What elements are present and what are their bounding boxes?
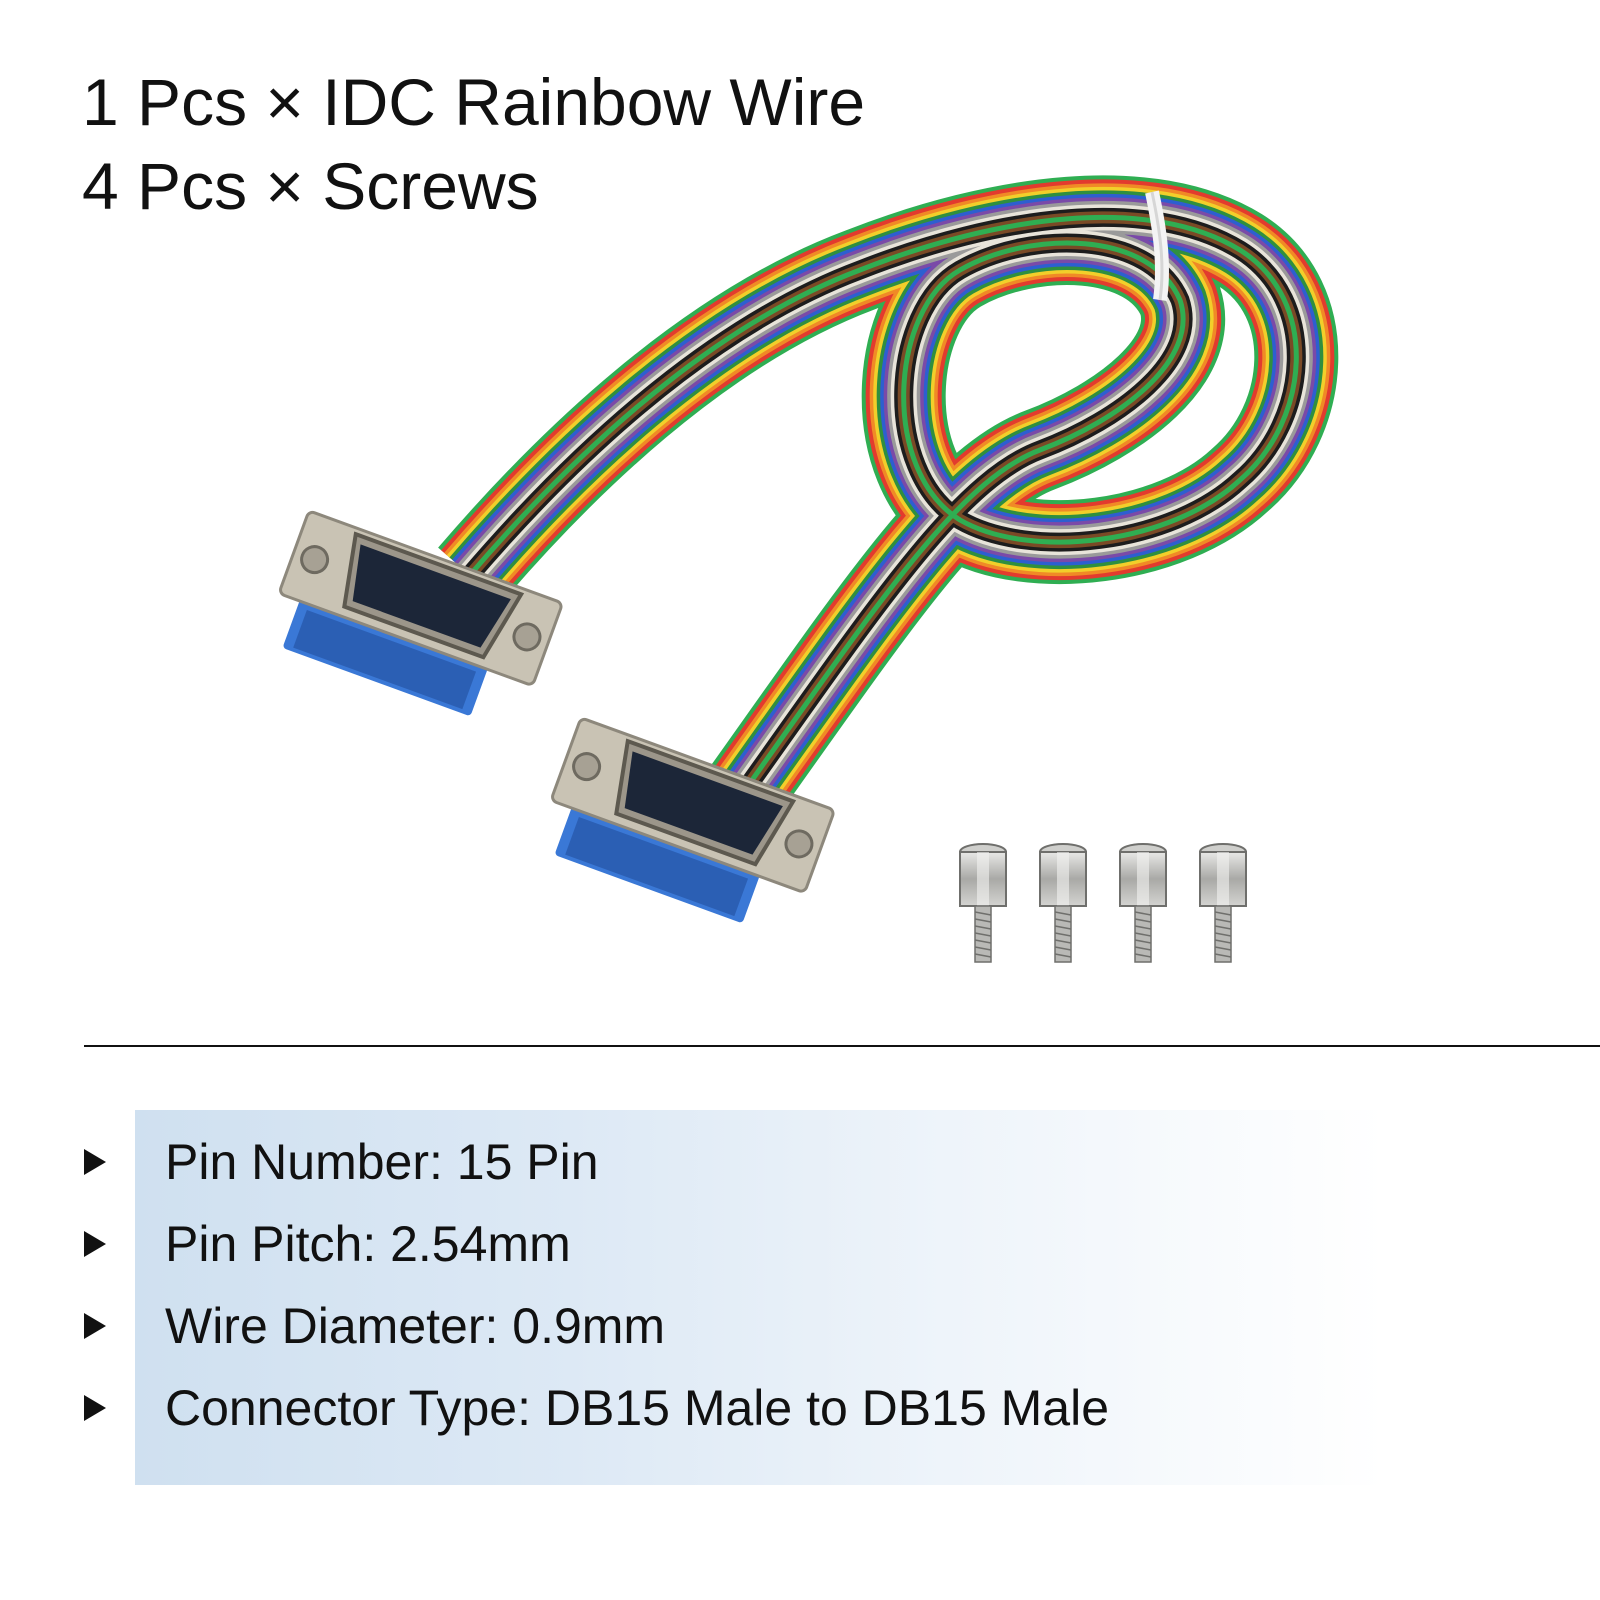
screw-thread	[1134, 932, 1152, 937]
screw-thread	[1134, 953, 1152, 958]
heading: 1 Pcs × IDC Rainbow Wire 4 Pcs × Screws	[82, 60, 865, 228]
spec-item-pin-number: Pin Number: 15 Pin	[0, 1130, 1600, 1212]
screw-thread	[1134, 946, 1152, 951]
tie-wrap	[1145, 190, 1170, 301]
spec-text: Wire Diameter: 0.9mm	[165, 1298, 666, 1354]
db15-connector	[279, 510, 563, 716]
screw-thread	[974, 932, 992, 937]
screw-thread	[974, 911, 992, 916]
screw-icon	[959, 843, 1007, 963]
screw-thread	[1134, 939, 1152, 944]
screw-thread	[1214, 939, 1232, 944]
package-line-cable: 1 Pcs × IDC Rainbow Wire	[82, 65, 866, 139]
screw-icon	[1119, 843, 1167, 963]
screw-thread	[974, 925, 992, 930]
screw-thread	[1054, 939, 1072, 944]
screw-thread	[1054, 911, 1072, 916]
spec-text: Connector Type: DB15 Male to DB15 Male	[165, 1380, 1110, 1436]
screw-thread	[1054, 918, 1072, 923]
spec-item-connector-type: Connector Type: DB15 Male to DB15 Male	[0, 1376, 1600, 1458]
screw-thread	[1214, 946, 1232, 951]
spec-text: Pin Pitch: 2.54mm	[165, 1216, 571, 1272]
screw-thread	[1214, 953, 1232, 958]
standoff-screws	[959, 843, 1247, 963]
spec-item-wire-diameter: Wire Diameter: 0.9mm	[0, 1294, 1600, 1376]
spec-panel	[135, 1110, 1385, 1485]
screw-thread	[1054, 953, 1072, 958]
screw-thread	[1214, 932, 1232, 937]
spec-list: Pin Number: 15 Pin Pin Pitch: 2.54mm Wir…	[0, 1130, 1600, 1458]
screw-thread	[1134, 918, 1152, 923]
screw-thread	[1134, 911, 1152, 916]
spec-item-pin-pitch: Pin Pitch: 2.54mm	[0, 1212, 1600, 1294]
ribbon-cable	[438, 175, 1339, 815]
triangle-bullet-icon	[84, 1313, 106, 1339]
screw-thread	[1214, 918, 1232, 923]
screw-thread	[1214, 911, 1232, 916]
divider	[84, 1045, 1600, 1047]
triangle-bullet-icon	[84, 1149, 106, 1175]
wire-strand	[468, 214, 1299, 792]
triangle-bullet-icon	[84, 1231, 106, 1257]
screw-thread	[974, 939, 992, 944]
spec-text: Pin Number: 15 Pin	[165, 1134, 599, 1190]
package-line-screws: 4 Pcs × Screws	[82, 149, 539, 223]
screw-icon	[1039, 843, 1087, 963]
db15-connector	[551, 717, 835, 923]
screw-thread	[974, 918, 992, 923]
product-illustration	[279, 175, 1339, 963]
screw-thread	[1054, 925, 1072, 930]
screw-thread	[1054, 932, 1072, 937]
screw-thread	[1134, 925, 1152, 930]
triangle-bullet-icon	[84, 1395, 106, 1421]
screw-thread	[974, 946, 992, 951]
screw-thread	[974, 953, 992, 958]
screw-thread	[1054, 946, 1072, 951]
screw-thread	[1214, 925, 1232, 930]
screw-icon	[1199, 843, 1247, 963]
